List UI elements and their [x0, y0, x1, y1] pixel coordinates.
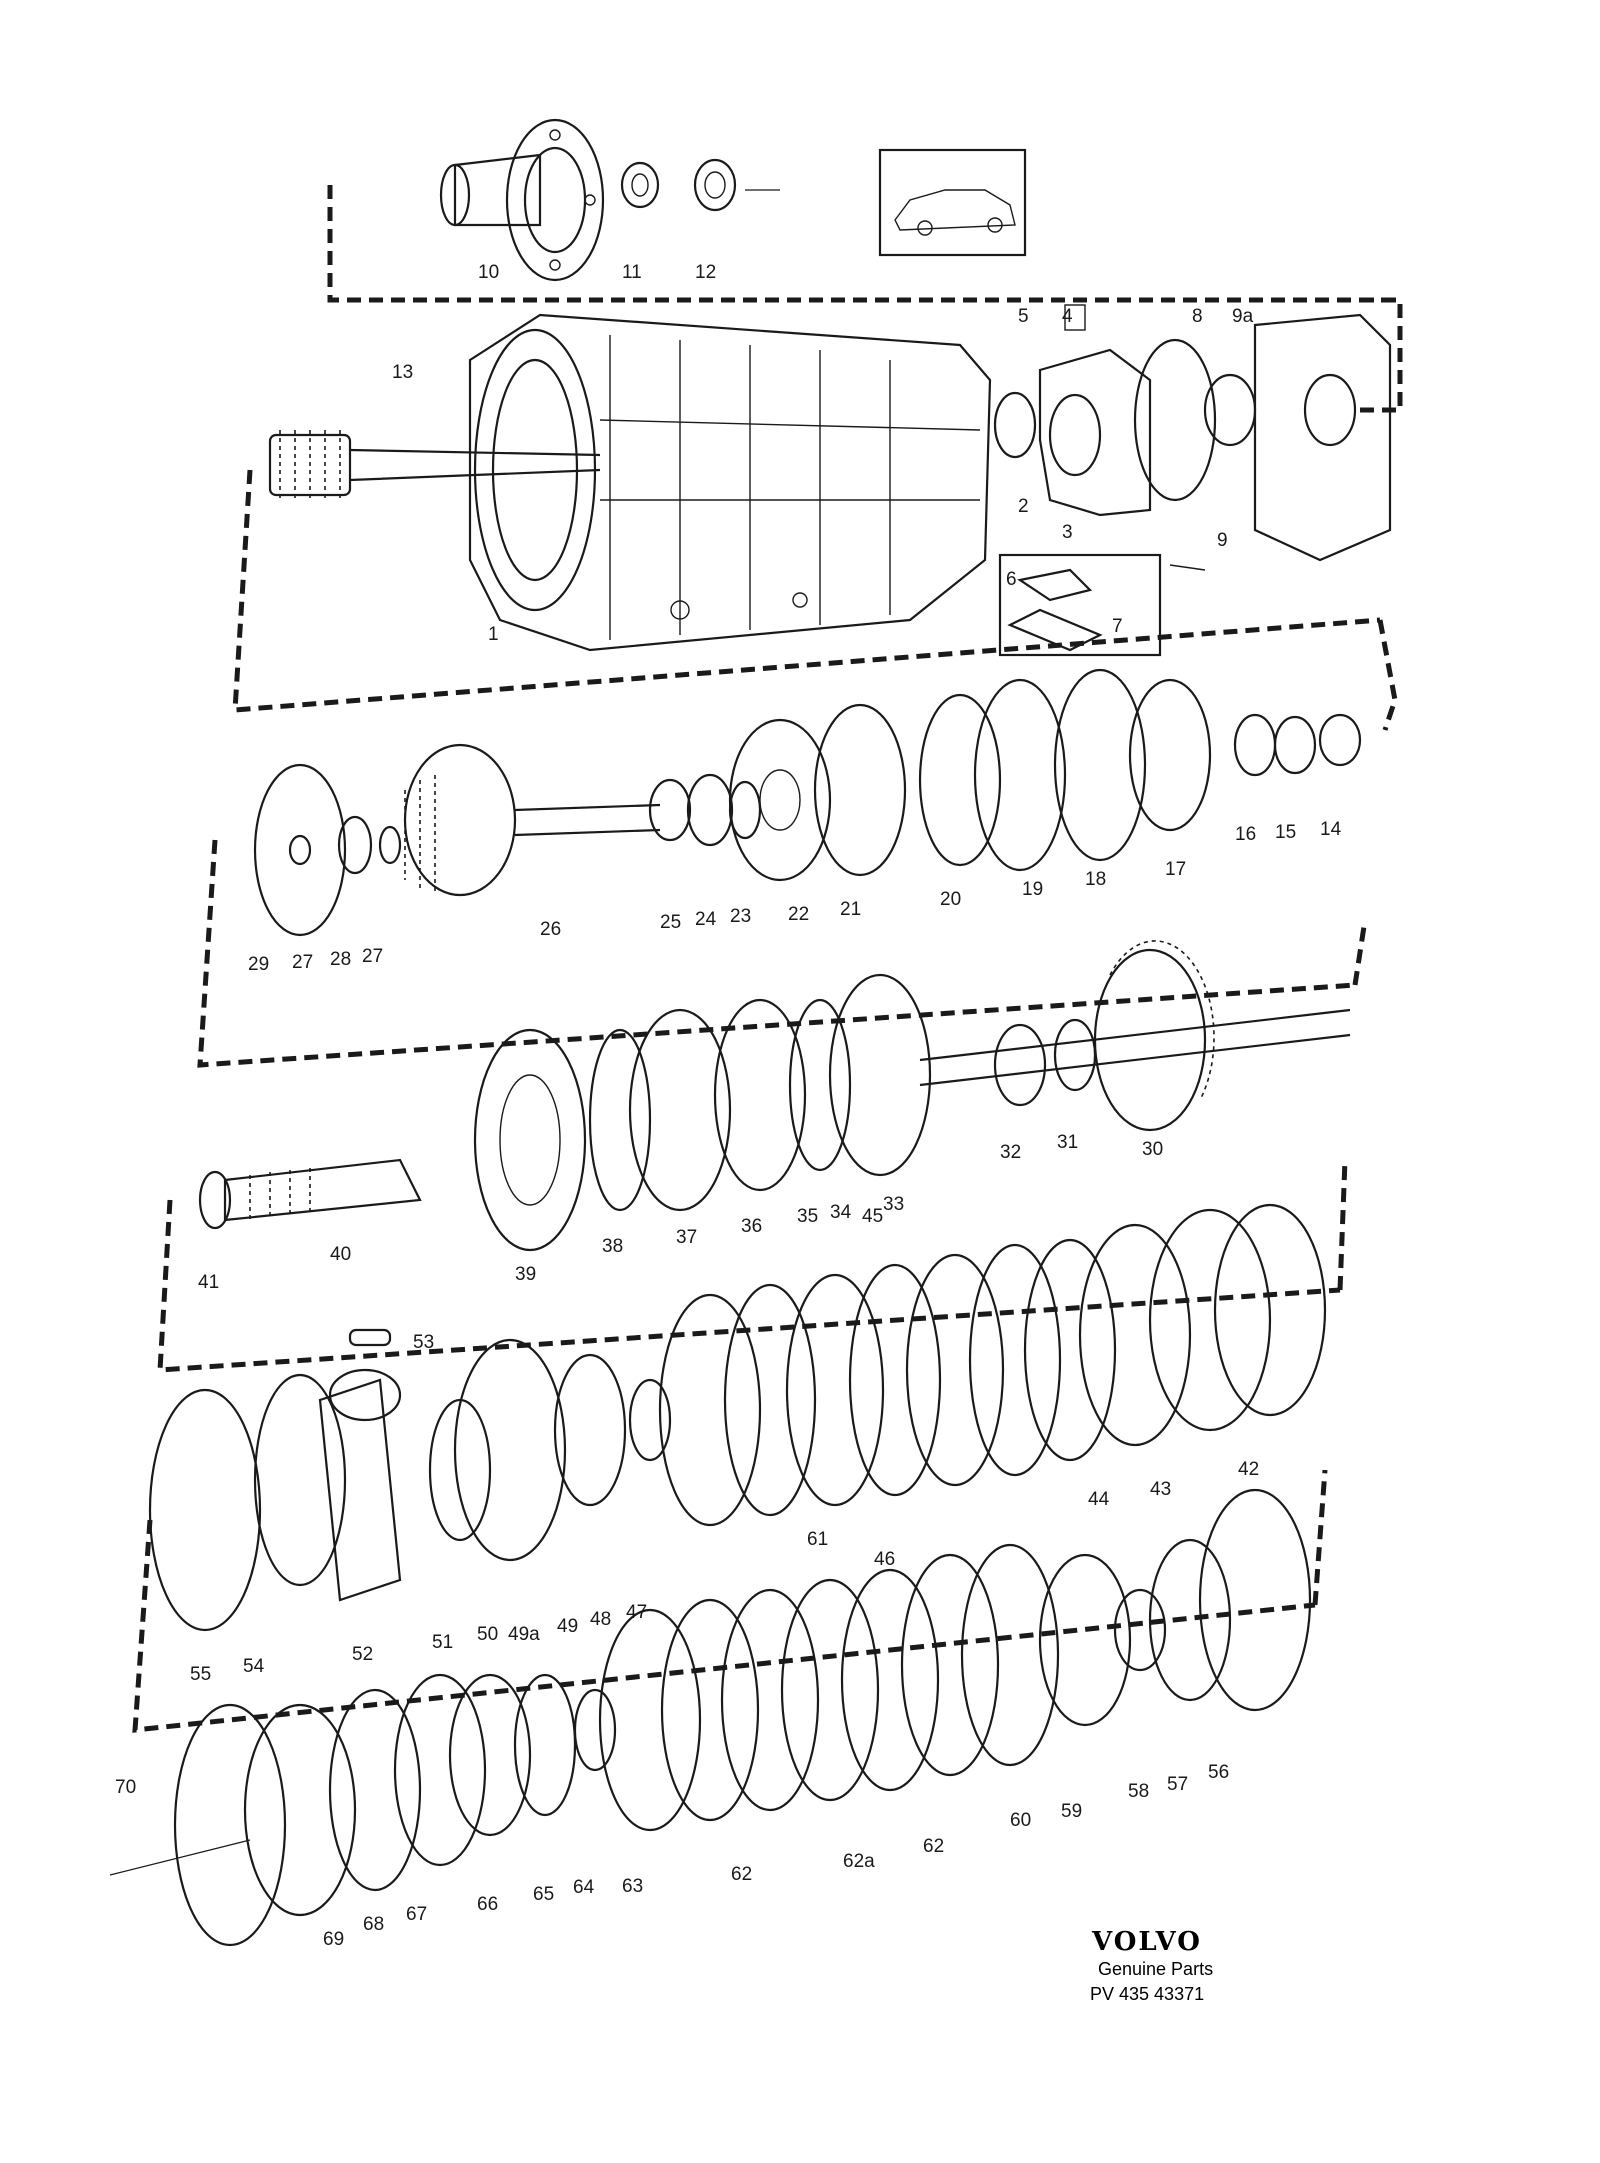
callout-57: 57: [1167, 1774, 1188, 1795]
callout-11: 11: [622, 262, 642, 283]
callout-40: 40: [330, 1244, 351, 1265]
callout-17: 17: [1165, 859, 1186, 880]
callout-35: 35: [797, 1206, 818, 1227]
callout-10: 10: [478, 262, 499, 283]
callout-43: 43: [1150, 1479, 1171, 1500]
callout-44: 44: [1088, 1489, 1110, 1510]
callout-70: 70: [115, 1777, 136, 1798]
callout-39: 39: [515, 1264, 536, 1285]
callout-41: 41: [198, 1272, 219, 1293]
callout-4: 4: [1062, 306, 1073, 327]
callout-38: 38: [602, 1236, 623, 1257]
volvo-logo: VOLVO: [1091, 1927, 1202, 1957]
vehicle-icon: [878, 148, 1027, 257]
callout-34: 34: [830, 1202, 852, 1223]
callout-7: 7: [1112, 616, 1123, 637]
callout-12: 12: [695, 262, 716, 283]
callout-65: 65: [533, 1884, 554, 1905]
callout-6: 6: [1006, 569, 1017, 590]
callout-28: 28: [330, 949, 351, 970]
callout-32: 32: [1000, 1142, 1021, 1163]
brand-tagline: Genuine Parts: [1098, 1959, 1213, 1979]
row3-components: [253, 668, 1362, 937]
callout-51: 51: [432, 1632, 453, 1653]
callout-26: 26: [540, 919, 561, 940]
callout-48: 48: [590, 1609, 611, 1630]
callout-66: 66: [477, 1894, 498, 1915]
callout-24: 24: [695, 909, 717, 930]
callout-25: 25: [660, 912, 681, 933]
row5-components: [148, 1203, 1327, 1632]
callout-54: 54: [243, 1656, 265, 1677]
callout-31: 31: [1057, 1132, 1078, 1153]
callout-29: 29: [248, 954, 269, 975]
callout-1: 1: [488, 624, 499, 645]
row4-components: [198, 940, 1351, 1252]
callout-61: 61: [807, 1529, 828, 1550]
callout-36: 36: [741, 1216, 762, 1237]
callout-42: 42: [1238, 1459, 1259, 1480]
callout-50: 50: [477, 1624, 498, 1645]
callout-33: 33: [883, 1194, 904, 1215]
transmission-case: [468, 313, 992, 652]
catalog-reference: PV 435 43371: [1090, 1984, 1204, 2004]
callout-59: 59: [1061, 1801, 1082, 1822]
flange-assembly: [439, 118, 780, 282]
callout-20: 20: [940, 889, 961, 910]
row6-components: [109, 1488, 1312, 1947]
callout-62b: 62a: [843, 1851, 875, 1872]
callout-3: 3: [1062, 522, 1073, 543]
callout-14: 14: [1320, 819, 1342, 840]
callout-55: 55: [190, 1664, 211, 1685]
callout-62c: 62: [923, 1836, 944, 1857]
callout-27a: 27: [292, 952, 313, 973]
callout-9a: 9a: [1232, 306, 1254, 327]
rear-housing-parts: [993, 304, 1392, 657]
callout-21: 21: [840, 899, 861, 920]
callout-37: 37: [676, 1227, 697, 1248]
callout-5: 5: [1018, 306, 1029, 327]
callout-58: 58: [1128, 1781, 1149, 1802]
callout-68: 68: [363, 1914, 384, 1935]
callout-13: 13: [392, 362, 413, 383]
callout-69: 69: [323, 1929, 344, 1950]
callout-53: 53: [413, 1332, 434, 1353]
callout-64: 64: [573, 1877, 595, 1898]
group-frames: [132, 185, 1403, 1733]
input-shaft: [268, 430, 601, 500]
callout-62a: 62: [731, 1864, 752, 1885]
callout-67: 67: [406, 1904, 427, 1925]
callout-60: 60: [1010, 1810, 1031, 1831]
callout-30: 30: [1142, 1139, 1163, 1160]
callout-27b: 27: [362, 946, 383, 967]
callout-23: 23: [730, 906, 751, 927]
callout-22: 22: [788, 904, 809, 925]
callout-9: 9: [1217, 530, 1228, 551]
callout-19: 19: [1022, 879, 1043, 900]
callout-45: 45: [862, 1206, 883, 1227]
callout-49a: 49a: [508, 1624, 540, 1645]
brand-block: VOLVO Genuine Parts PV 435 43371: [1090, 1927, 1213, 2004]
callout-56: 56: [1208, 1762, 1229, 1783]
callout-49: 49: [557, 1616, 578, 1637]
callout-16: 16: [1235, 824, 1256, 845]
callout-63: 63: [622, 1876, 643, 1897]
callout-18: 18: [1085, 869, 1106, 890]
callout-47: 47: [626, 1602, 647, 1623]
callout-2: 2: [1018, 496, 1029, 517]
callout-46: 46: [874, 1549, 895, 1570]
callout-52: 52: [352, 1644, 373, 1665]
callout-15: 15: [1275, 822, 1296, 843]
callout-8: 8: [1192, 306, 1203, 327]
